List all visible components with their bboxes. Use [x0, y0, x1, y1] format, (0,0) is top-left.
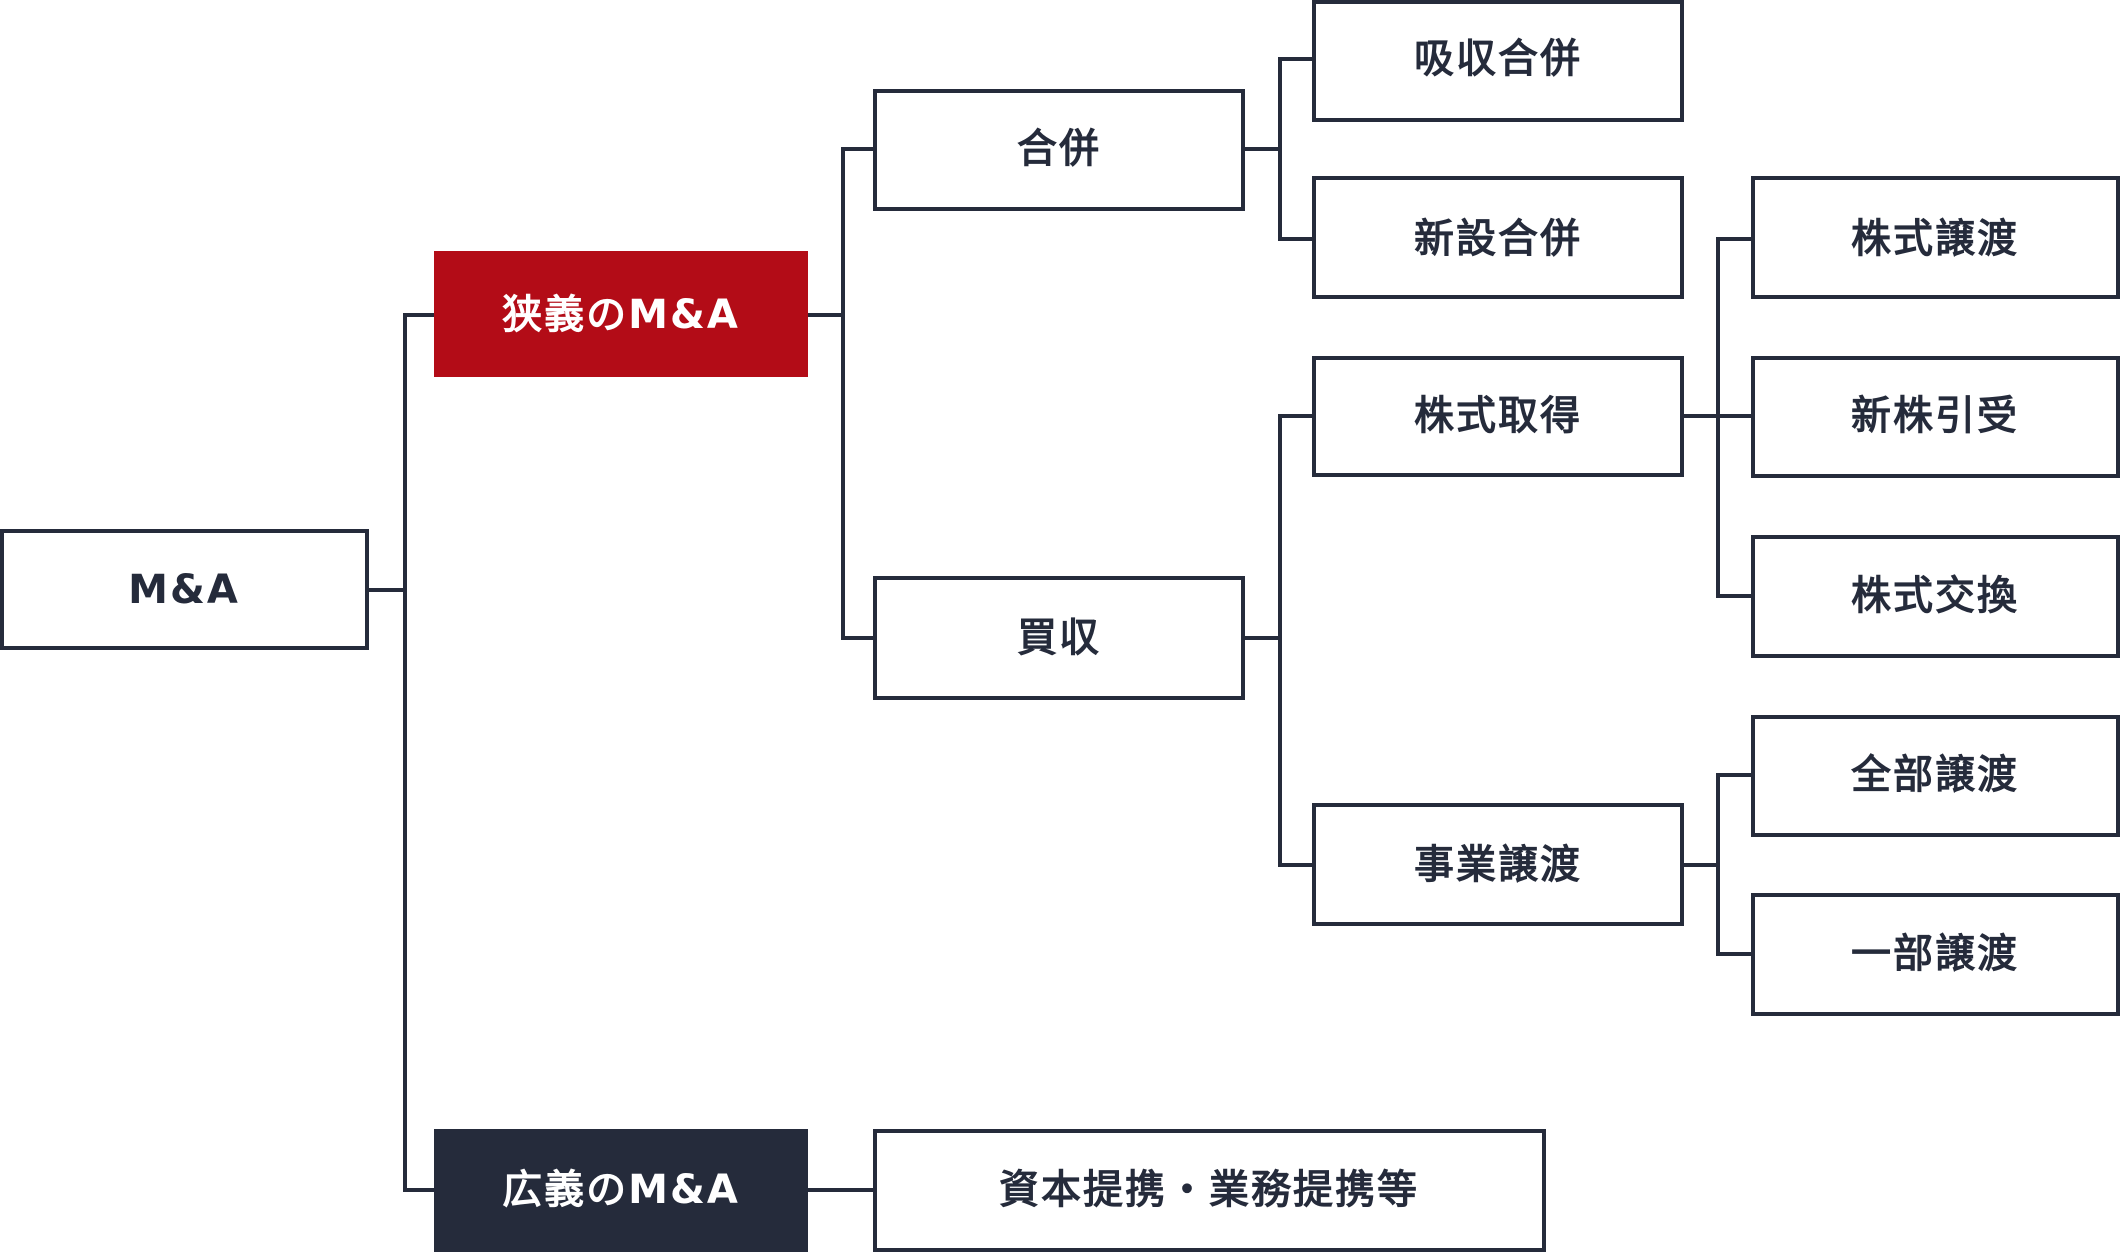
connector-merger-spine — [1278, 57, 1314, 241]
connectors — [367, 57, 1753, 1192]
node-alliance-label: 資本提携・業務提携等 — [999, 1167, 1419, 1213]
connector-root-spine — [403, 313, 436, 1192]
node-business-transfer: 事業譲渡 — [1312, 803, 1684, 926]
node-root: M&A — [0, 529, 369, 650]
node-broad-ma: 広義のM&A — [434, 1129, 808, 1252]
node-partial-transfer: 一部譲渡 — [1751, 893, 2120, 1016]
connector-share-acquisition-spine — [1716, 237, 1753, 598]
node-absorption-merger: 吸収合併 — [1312, 0, 1684, 122]
connector-business-transfer-spine — [1716, 773, 1753, 956]
node-new-share-subscription: 新株引受 — [1751, 356, 2120, 478]
node-share-transfer-label: 株式譲渡 — [1851, 216, 2019, 262]
node-merger-label: 合併 — [1017, 126, 1101, 172]
node-merger: 合併 — [873, 89, 1245, 211]
node-acquisition: 買収 — [873, 576, 1245, 700]
node-share-acquisition-label: 株式取得 — [1414, 393, 1582, 439]
node-root-label: M&A — [128, 567, 240, 613]
node-alliance: 資本提携・業務提携等 — [873, 1129, 1546, 1252]
node-new-share-subscription-label: 新株引受 — [1851, 393, 2019, 439]
node-consolidation-merger-label: 新設合併 — [1414, 216, 1582, 262]
node-business-transfer-label: 事業譲渡 — [1414, 842, 1582, 888]
connector-acquisition-spine — [1278, 414, 1314, 867]
node-full-transfer-label: 全部譲渡 — [1850, 752, 2019, 798]
node-share-acquisition: 株式取得 — [1312, 356, 1684, 477]
node-share-transfer: 株式譲渡 — [1751, 176, 2120, 299]
node-share-exchange-label: 株式交換 — [1851, 573, 2019, 619]
node-narrow-ma-label: 狭義のM&A — [502, 292, 740, 338]
node-consolidation-merger: 新設合併 — [1312, 176, 1684, 299]
node-narrow-ma: 狭義のM&A — [434, 251, 808, 377]
node-partial-transfer-label: 一部譲渡 — [1851, 931, 2019, 977]
connector-narrow-spine — [841, 147, 875, 640]
node-broad-ma-label: 広義のM&A — [502, 1167, 740, 1213]
node-acquisition-label: 買収 — [1017, 615, 1101, 661]
node-absorption-merger-label: 吸収合併 — [1414, 36, 1582, 82]
node-share-exchange: 株式交換 — [1751, 535, 2120, 658]
node-full-transfer: 全部譲渡 — [1751, 715, 2120, 837]
